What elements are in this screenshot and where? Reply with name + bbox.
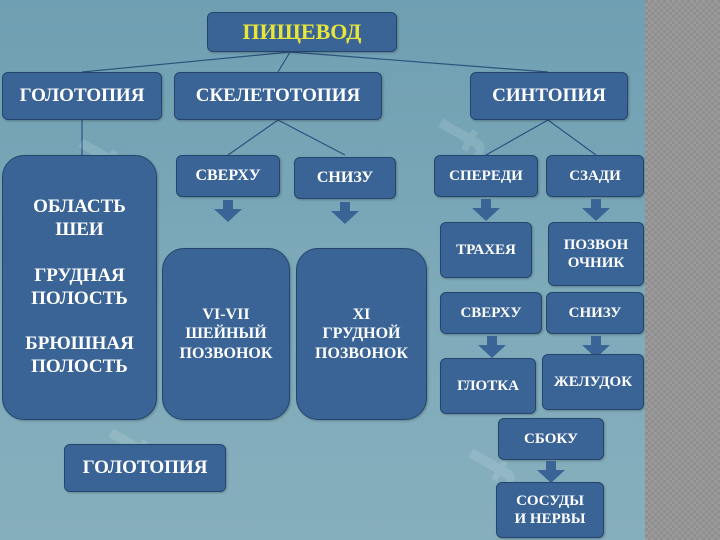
category-syntopy: СИНТОПИЯ	[470, 72, 628, 120]
skeletotopy-bottom-label: СНИЗУ	[294, 157, 396, 199]
syntopy-back-label: СЗАДИ	[546, 155, 644, 197]
syntopy-bottom-label: СНИЗУ	[546, 292, 644, 334]
arrow-down-icon	[478, 336, 506, 358]
skeletotopy-top-value: VI-VII ШЕЙНЫЙ ПОЗВОНОК	[162, 248, 290, 420]
line-skeletotopy-top	[227, 119, 279, 156]
line-skeletotopy-bottom	[277, 119, 346, 156]
footer-holotopy-box: ГОЛОТОПИЯ	[64, 444, 226, 492]
arrow-down-icon	[537, 461, 565, 483]
skeletotopy-bottom-value: XI ГРУДНОЙ ПОЗВОНОК	[296, 248, 427, 420]
syntopy-front-label: СПЕРЕДИ	[434, 155, 538, 197]
skeletotopy-top-label: СВЕРХУ	[176, 155, 280, 197]
line-syntopy-front	[485, 119, 549, 156]
line-title-skeletotopy	[277, 51, 291, 73]
title-esophagus: ПИЩЕВОД	[207, 12, 397, 52]
category-holotopy: ГОЛОТОПИЯ	[2, 72, 162, 120]
arrow-down-icon	[582, 199, 610, 221]
syntopy-bottom-value: ЖЕЛУДОК	[542, 354, 644, 410]
category-skeletotopy: СКЕЛЕТОТОПИЯ	[174, 72, 382, 120]
syntopy-top-value: ГЛОТКА	[440, 358, 536, 414]
line-title-syntopy	[289, 51, 549, 73]
side-pattern-strip	[645, 0, 720, 540]
arrow-down-icon	[472, 199, 500, 221]
arrow-down-icon	[214, 200, 242, 222]
line-title-holotopy	[81, 51, 291, 73]
syntopy-front-value: ТРАХЕЯ	[440, 222, 532, 278]
holotopy-regions: ОБЛАСТЬ ШЕИ ГРУДНАЯ ПОЛОСТЬ БРЮШНАЯ ПОЛО…	[2, 155, 157, 420]
connector-lines	[81, 51, 597, 156]
line-syntopy-back	[547, 119, 597, 156]
slide: ɟ ɟ ɟ ɟ ПИЩЕВОД ГОЛОТОПИЯ СКЕЛЕТОТОПИЯ С…	[0, 0, 645, 540]
syntopy-back-value: ПОЗВОН ОЧНИК	[548, 222, 644, 286]
syntopy-top-label: СВЕРХУ	[440, 292, 542, 334]
syntopy-side-label: СБОКУ	[498, 418, 604, 460]
syntopy-side-value: СОСУДЫ И НЕРВЫ	[496, 482, 604, 538]
arrow-down-icon	[331, 202, 359, 224]
